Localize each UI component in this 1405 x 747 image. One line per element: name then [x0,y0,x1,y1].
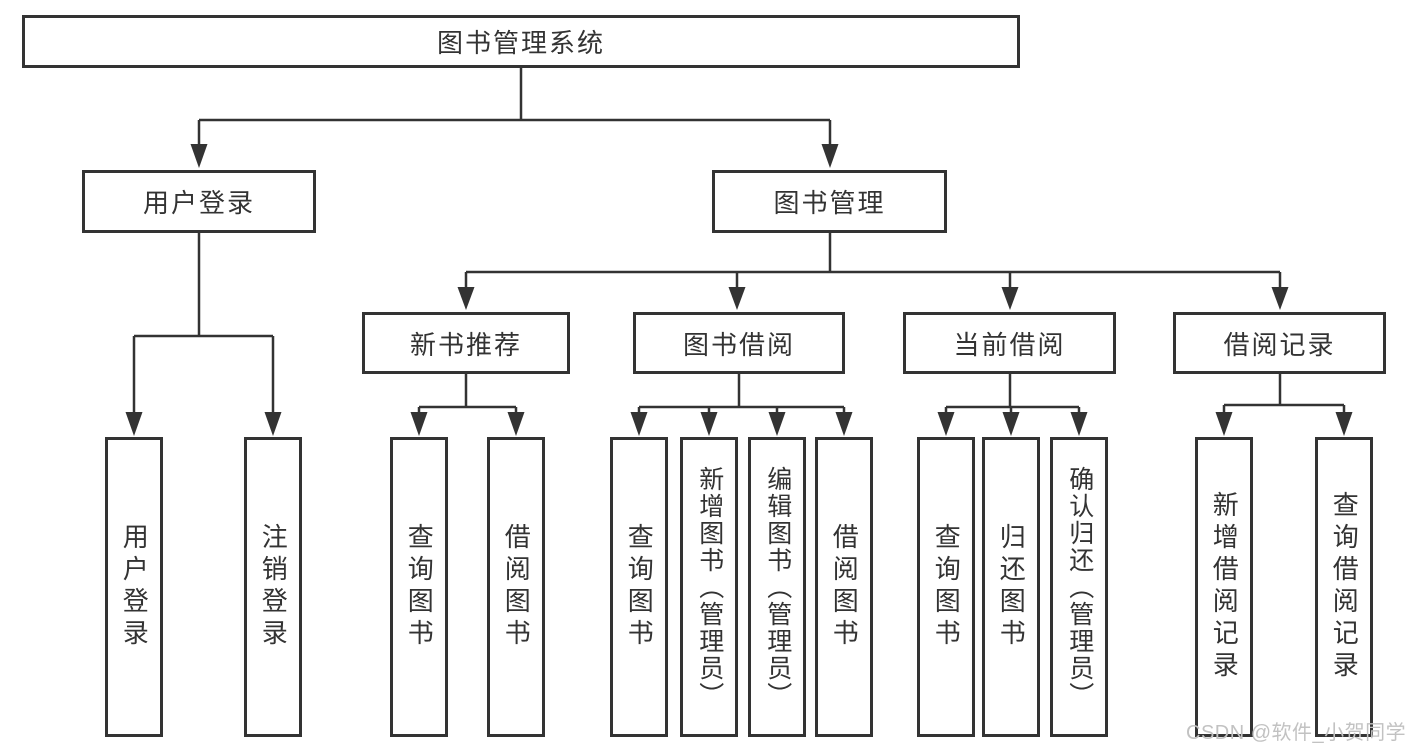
leaf-return-books: 归还图书 [982,437,1040,737]
node-book-borrowing: 图书借阅 [633,312,845,374]
arrowheads [125,144,1353,436]
leaf-recommend-borrow-books: 借阅图书 [487,437,545,737]
node-label: 确认归还（管理员） [1065,465,1094,709]
leaf-borrowing-search-books: 查询图书 [610,437,668,737]
node-label: 图书管理 [773,188,886,218]
leaf-confirm-return-admin: 确认归还（管理员） [1050,437,1108,737]
node-label: 当前借阅 [953,329,1066,360]
node-book-management: 图书管理 [712,170,947,233]
node-label: 图书借阅 [682,329,795,360]
node-library-system: 图书管理系统 [22,15,1020,68]
node-user-login-group: 用户登录 [82,170,316,233]
node-label: 用户登录 [142,188,255,218]
node-label: 查询图书 [624,523,655,651]
node-label: 借阅图书 [501,523,532,651]
node-label: 新书推荐 [409,329,522,360]
leaf-user-login: 用户登录 [105,437,163,737]
node-label: 新增图书（管理员） [695,465,724,709]
node-label: 借阅记录 [1223,329,1336,360]
node-label: 编辑图书（管理员） [763,465,792,709]
node-label: 查询图书 [404,523,435,651]
leaf-current-search-books: 查询图书 [917,437,975,737]
node-label: 注销登录 [258,523,289,651]
node-label: 借阅图书 [829,523,860,651]
leaf-edit-books-admin: 编辑图书（管理员） [748,437,806,737]
node-new-book-recommend: 新书推荐 [362,312,570,374]
leaf-borrow-books: 借阅图书 [815,437,873,737]
leaf-add-borrow-record: 新增借阅记录 [1195,437,1253,737]
node-label: 归还图书 [996,523,1027,651]
node-current-borrowing: 当前借阅 [903,312,1116,374]
node-label: 查询图书 [931,523,962,651]
leaf-search-borrow-record: 查询借阅记录 [1315,437,1373,737]
node-label: 图书管理系统 [436,28,605,58]
node-borrowing-records: 借阅记录 [1173,312,1386,374]
node-label: 查询借阅记录 [1329,491,1360,683]
node-label: 新增借阅记录 [1209,491,1240,683]
node-label: 用户登录 [119,523,150,651]
csdn-watermark: CSDN @软件_小贺同学 [1186,722,1405,744]
leaf-recommend-search-books: 查询图书 [390,437,448,737]
leaf-add-books-admin: 新增图书（管理员） [680,437,738,737]
leaf-logout: 注销登录 [244,437,302,737]
